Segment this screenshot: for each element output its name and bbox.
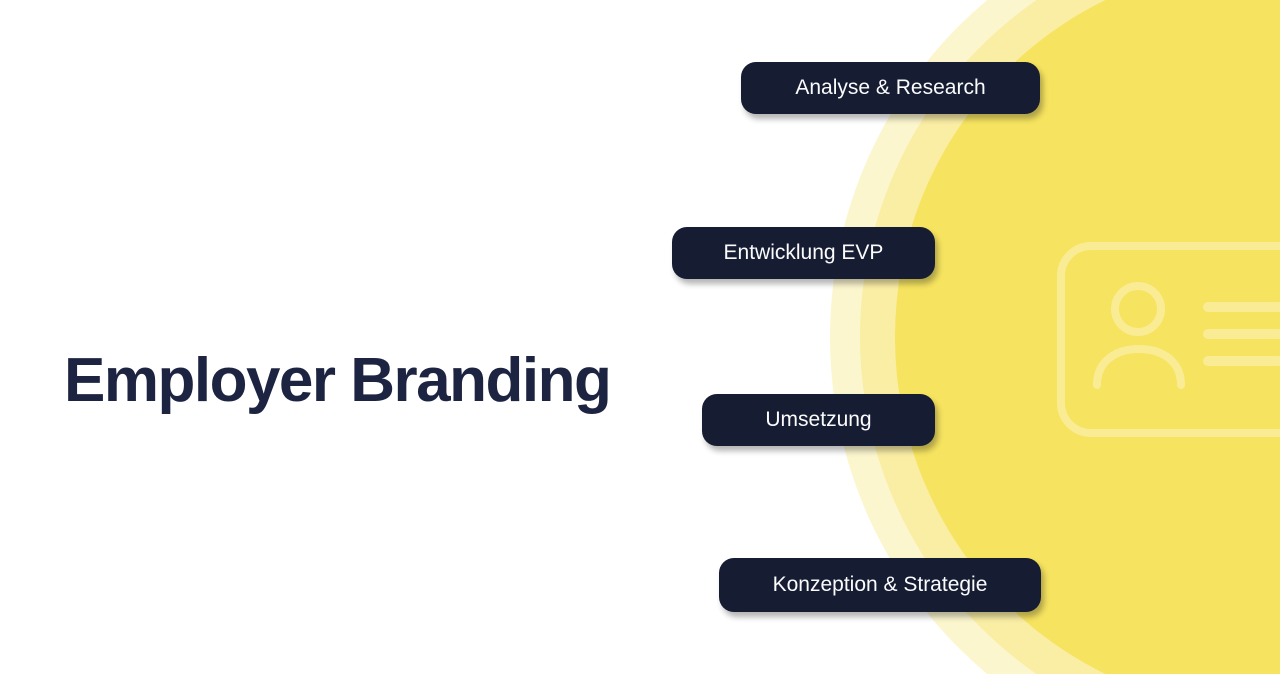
step-pill-entwicklung-evp: Entwicklung EVP <box>672 227 935 279</box>
page-title: Employer Branding <box>64 345 612 415</box>
step-pill-konzeption-strategie: Konzeption & Strategie <box>719 558 1041 612</box>
step-pill-label: Entwicklung EVP <box>723 241 884 264</box>
step-pill-label: Umsetzung <box>765 408 872 431</box>
step-pill-analyse-research: Analyse & Research <box>741 62 1040 114</box>
step-pill-umsetzung: Umsetzung <box>702 394 935 446</box>
step-pill-label: Konzeption & Strategie <box>772 573 988 596</box>
id-card-icon <box>1057 242 1280 437</box>
step-pill-label: Analyse & Research <box>795 76 986 99</box>
